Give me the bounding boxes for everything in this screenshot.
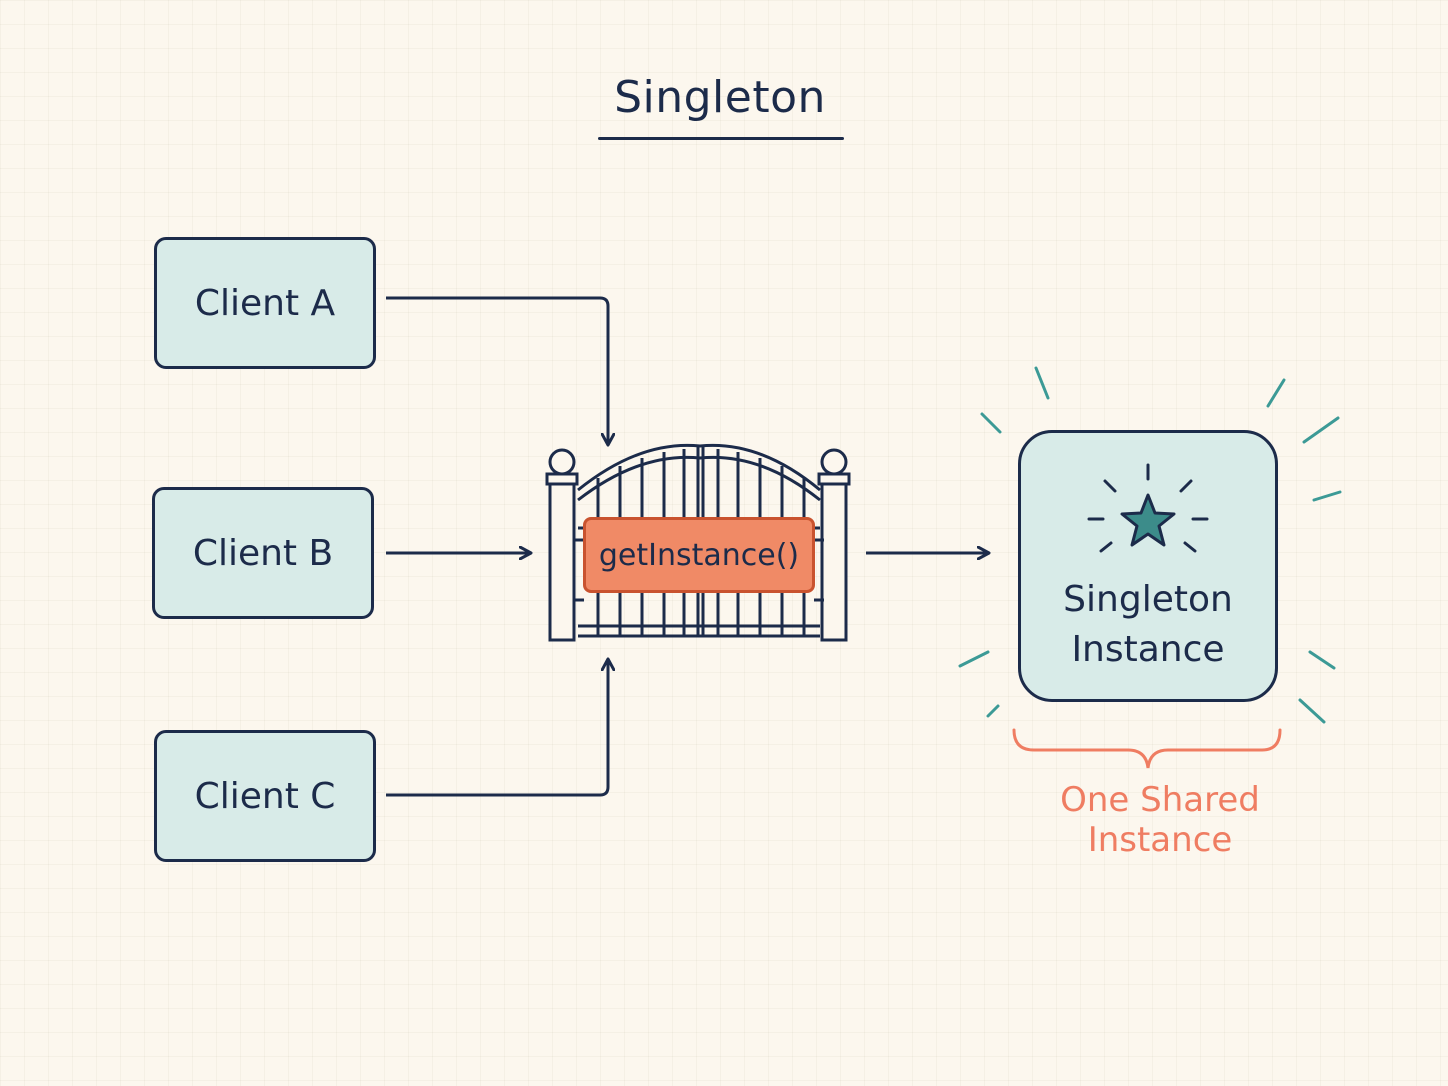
arrow-client-c-to-gate [386, 660, 608, 797]
arrow-client-a-to-gate [386, 296, 608, 444]
client-a-box: Client A [154, 237, 376, 369]
instance-label-line2: Instance [1071, 629, 1225, 670]
client-b-label: Client B [192, 532, 334, 574]
page-title: Singleton [614, 72, 826, 123]
shared-instance-caption: One Shared Instance [1060, 780, 1260, 860]
star-icon [1087, 463, 1209, 553]
client-c-label: Client C [194, 775, 336, 817]
singleton-instance-box [1018, 430, 1278, 702]
client-b-box: Client B [152, 487, 374, 619]
instance-label-line1: Singleton [1063, 579, 1233, 620]
client-a-label: Client A [194, 282, 336, 324]
title-underline [598, 137, 844, 140]
method-label: getInstance() [598, 537, 800, 573]
get-instance-sign: getInstance() [583, 517, 815, 593]
glow-lines [958, 366, 1342, 724]
instance-label: Singleton Instance [1018, 575, 1278, 675]
client-c-box: Client C [154, 730, 376, 862]
brace-icon [1012, 728, 1282, 769]
